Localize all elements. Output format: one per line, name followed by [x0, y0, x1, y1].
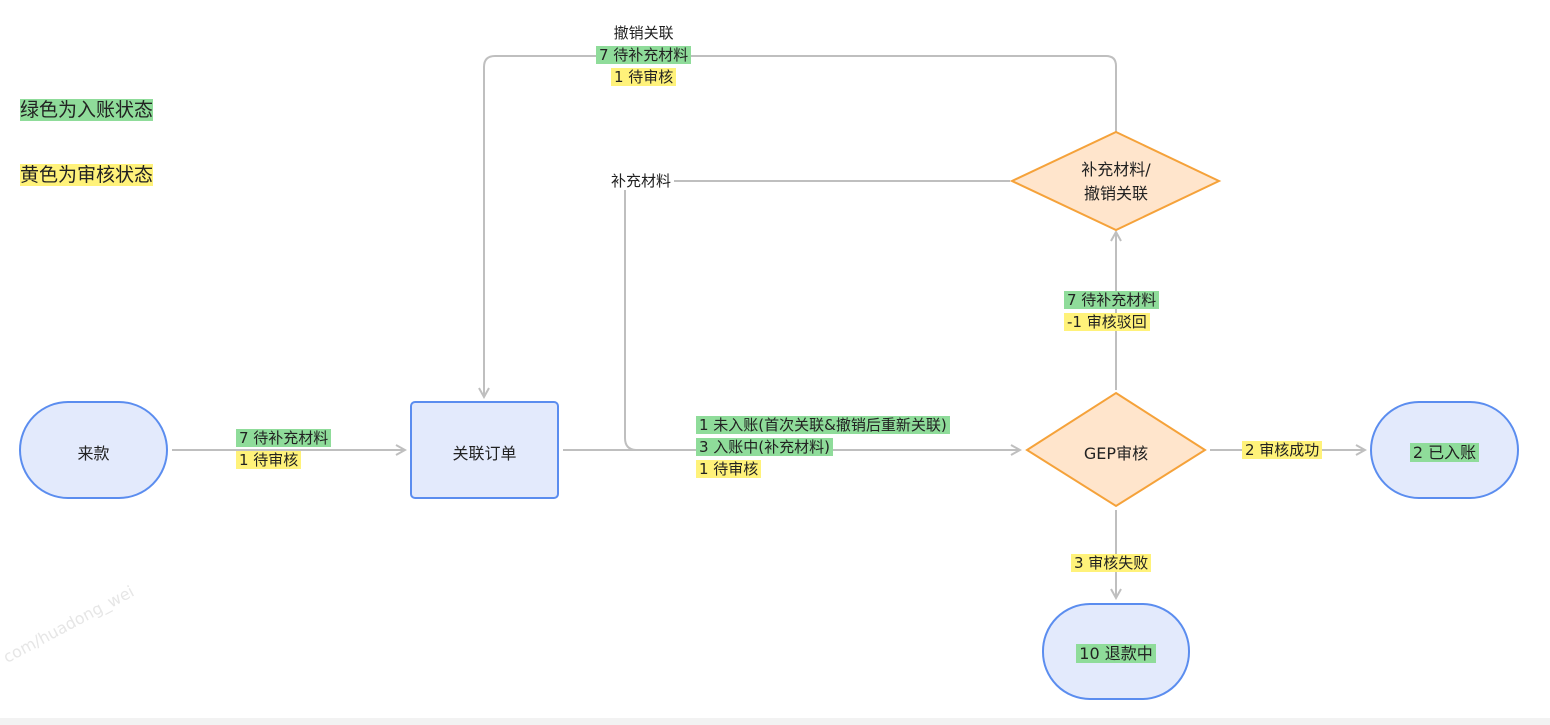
node-supplement-shape	[1009, 130, 1222, 232]
status-yellow: 1 待审核	[611, 68, 677, 86]
status-green: 1 未入账(首次关联&撤销后重新关联)	[696, 416, 950, 434]
edge-gep-fail-label: 3 审核失败	[1071, 552, 1152, 574]
edge-start-to-link-labels: 7 待补充材料 1 待审核	[236, 427, 332, 471]
bottom-strip	[0, 718, 1550, 725]
edge-title: 撤销关联	[610, 24, 677, 42]
edge-link-to-gep-labels: 1 未入账(首次关联&撤销后重新关联) 3 入账中(补充材料) 1 待审核	[696, 414, 950, 480]
status-green: 3 入账中(补充材料)	[696, 438, 834, 456]
edge-cancel-link-labels: 撤销关联 7 待补充材料 1 待审核	[596, 22, 692, 88]
node-start-label: 来款	[77, 444, 110, 463]
status-green: 7 待补充材料	[1064, 291, 1160, 309]
edge-cancel-link	[484, 55, 1117, 397]
edge-gep-success-label: 2 审核成功	[1242, 439, 1323, 461]
legend-green: 绿色为入账状态	[20, 99, 154, 121]
node-refunding-label: 10 退款中	[1043, 640, 1189, 664]
node-gep-review-label: GEP审核	[1083, 444, 1149, 463]
status-yellow: 1 待审核	[236, 451, 302, 469]
status-yellow: 1 待审核	[696, 460, 762, 478]
node-link-order-shape	[410, 401, 559, 499]
status-green: 7 待补充材料	[596, 46, 692, 64]
node-start-shape	[19, 401, 168, 499]
edge-supplement-label: 补充材料	[608, 170, 675, 192]
legend-yellow: 黄色为审核状态	[20, 164, 154, 186]
node-supplement-line1: 补充材料/	[1081, 160, 1151, 179]
node-gep-review-shape	[1025, 391, 1207, 508]
status-yellow: -1 审核驳回	[1064, 313, 1150, 331]
node-link-order-label: 关联订单	[452, 444, 517, 463]
node-supplement-label: 补充材料/ 撤销关联	[1040, 158, 1192, 206]
node-supplement-line2: 撤销关联	[1083, 184, 1148, 203]
node-posted-label: 2 已入账	[1371, 439, 1518, 463]
status-green: 7 待补充材料	[236, 429, 332, 447]
edge-supplement-return	[624, 180, 1010, 451]
edge-gep-to-supplement-labels: 7 待补充材料 -1 审核驳回	[1064, 289, 1160, 333]
